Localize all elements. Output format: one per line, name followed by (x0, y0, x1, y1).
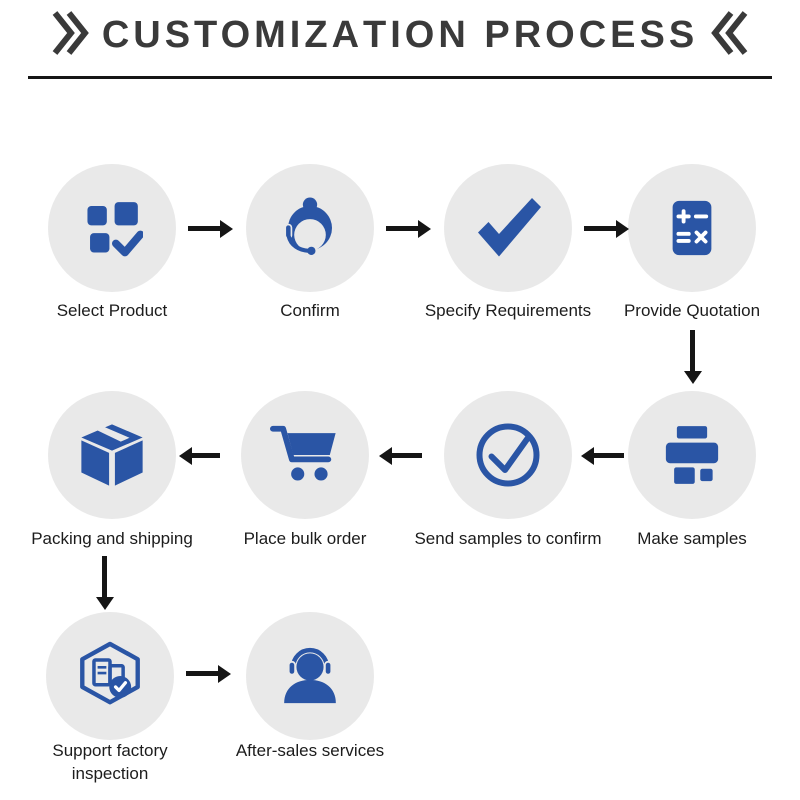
flow-arrow-down-1 (690, 330, 695, 371)
title-divider (28, 76, 772, 79)
step-circle-confirm (246, 164, 374, 292)
step-circle-provide-quotation (628, 164, 756, 292)
header: CUSTOMIZATION PROCESS (0, 11, 800, 58)
step-circle-specify-requirements (444, 164, 572, 292)
flow-arrow-left-1 (594, 453, 624, 458)
title-pre: CUSTOMI (101, 14, 305, 56)
package-box-icon (81, 424, 143, 486)
calculator-icon (672, 200, 712, 256)
printer-icon (665, 426, 719, 484)
flow-arrow-left-2 (392, 453, 422, 458)
flow-arrow-right-1 (188, 226, 220, 231)
step-circle-packing-shipping (48, 391, 176, 519)
step-label-send-samples: Send samples to confirm (414, 529, 602, 548)
product-grid-check-icon (87, 202, 143, 257)
flow-arrow-down-2 (102, 556, 107, 597)
step-label-factory-inspection: Support factory inspection (52, 741, 168, 783)
step-label-place-bulk-order: Place bulk order (243, 529, 367, 548)
customer-service-icon (284, 197, 332, 255)
page-title: CUSTOMIZATION PROCESS (101, 14, 699, 57)
flow-arrow-left-3 (192, 453, 220, 458)
flow-arrow-right-3 (584, 226, 616, 231)
step-label-packing-shipping: Packing and shipping (31, 529, 193, 548)
step-label-make-samples: Make samples (637, 529, 747, 548)
factory-inspection-icon (80, 641, 140, 705)
step-label-provide-quotation: Provide Quotation (623, 301, 761, 320)
step-circle-send-samples (444, 391, 572, 519)
step-label-confirm: Confirm (280, 301, 340, 320)
step-circle-select-product (48, 164, 176, 292)
title-accent: ZA (302, 14, 364, 57)
circle-check-icon (476, 423, 540, 487)
shopping-cart-icon (270, 425, 336, 481)
checkmark-icon (478, 198, 541, 257)
title-chevron-left-icon (711, 11, 748, 55)
title-post: TION PROCESS (363, 14, 699, 56)
step-label-after-sales: After-sales services (235, 741, 385, 760)
step-circle-factory-inspection (46, 612, 174, 740)
flow-arrow-right-4 (186, 671, 218, 676)
headset-support-icon (284, 647, 336, 704)
step-label-specify-requirements: Specify Requirements (424, 301, 592, 320)
step-circle-after-sales (246, 612, 374, 740)
step-circle-place-bulk-order (241, 391, 369, 519)
flow-arrow-right-2 (386, 226, 418, 231)
step-label-select-product: Select Product (56, 301, 168, 320)
step-circle-make-samples (628, 391, 756, 519)
title-chevron-right-icon (52, 11, 89, 55)
